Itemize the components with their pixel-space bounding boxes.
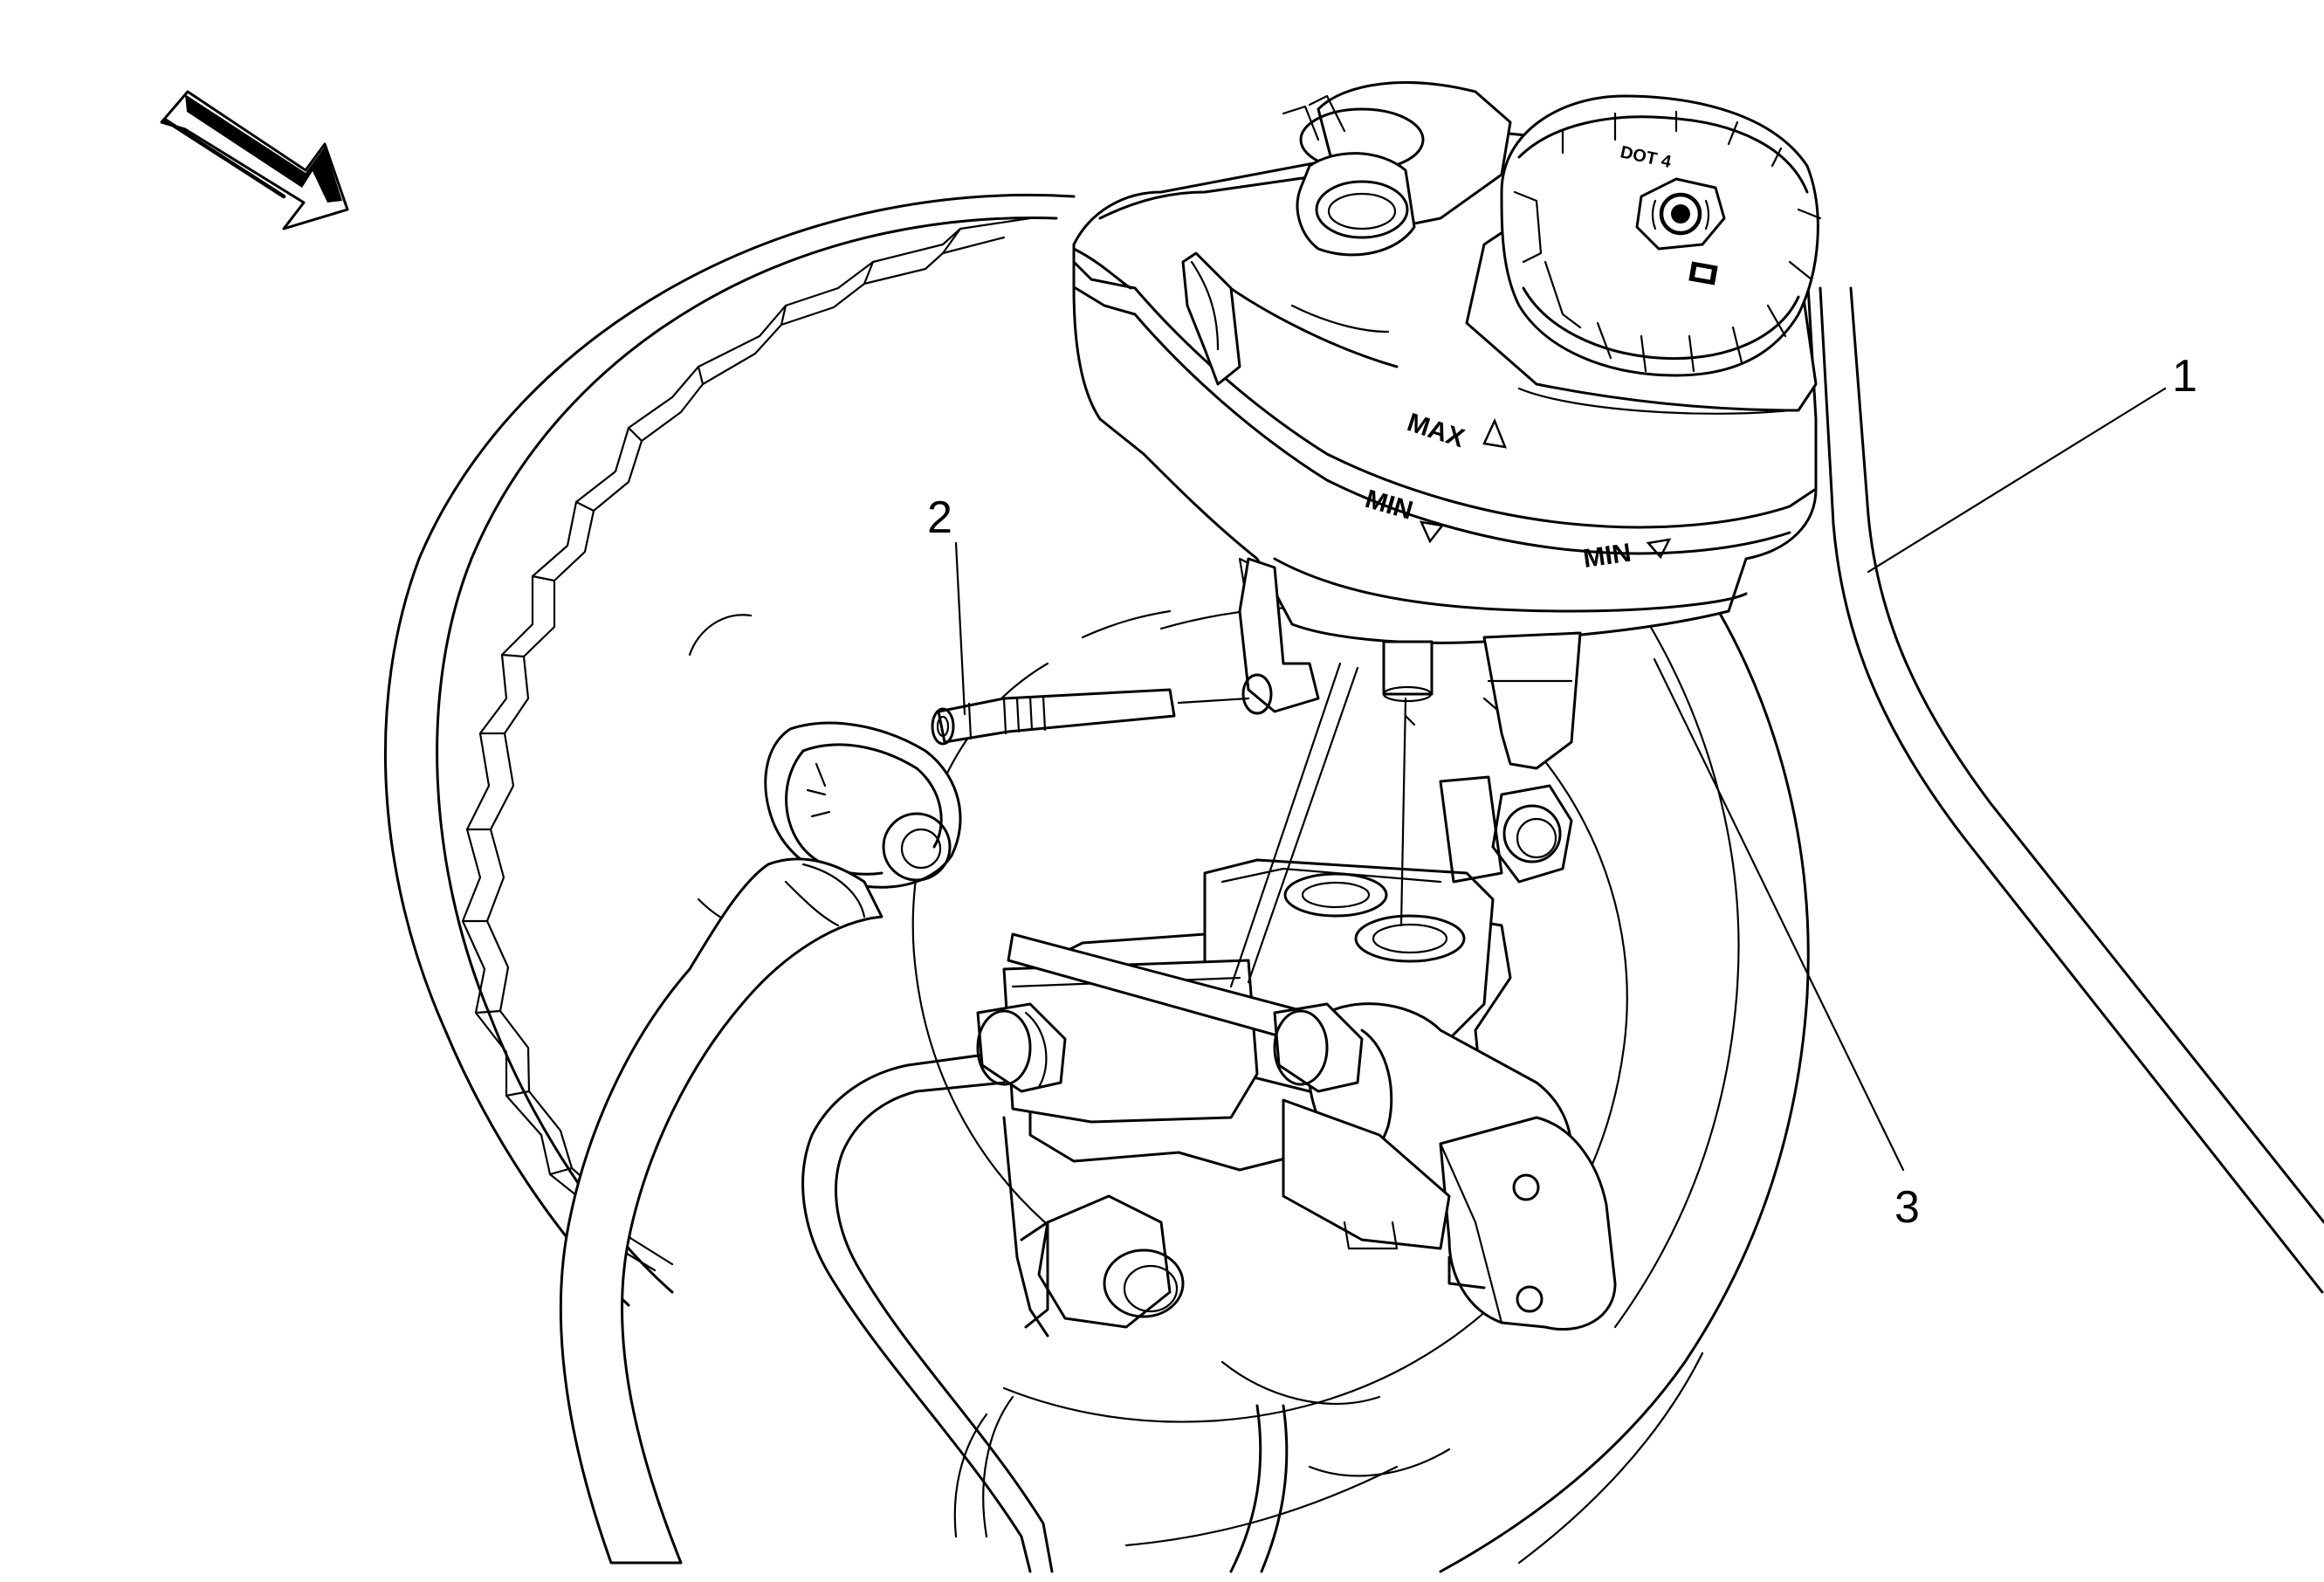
reservoir-filler-cap: DOT 4 (1500, 94, 1822, 377)
callout-1-label: 1 (2172, 351, 2197, 402)
callout-2-label: 2 (927, 492, 952, 543)
brake-fluid-reservoir: DOT 4 MAX MIN MIN (1072, 81, 1822, 770)
callout-3-label: 3 (1894, 1182, 1920, 1233)
fluid-level-sensor-connector (1282, 81, 1512, 257)
brake-fluid-warning-symbol-icon (1651, 192, 1710, 236)
callout-3: 3 (1653, 657, 1920, 1233)
brake-pipes (801, 1050, 1289, 1573)
master-cylinder (976, 775, 1617, 1338)
mounting-nut-lower (1020, 1194, 1185, 1329)
reservoir-retaining-pin (931, 688, 1250, 746)
reservoir-outlet-details (1229, 662, 1416, 988)
svg-text:MIN: MIN (1581, 539, 1633, 574)
callout-1: 1 (1867, 351, 2197, 574)
callout-2: 2 (927, 492, 966, 716)
manual-book-symbol-icon (1688, 261, 1718, 285)
brake-pipe-right (1819, 286, 2324, 1294)
min-level-mark-side: MIN (1581, 538, 1672, 574)
view-direction-arrow-icon (160, 90, 349, 230)
vacuum-check-valve (559, 721, 962, 1565)
mounting-nut-upper (1439, 775, 1573, 884)
